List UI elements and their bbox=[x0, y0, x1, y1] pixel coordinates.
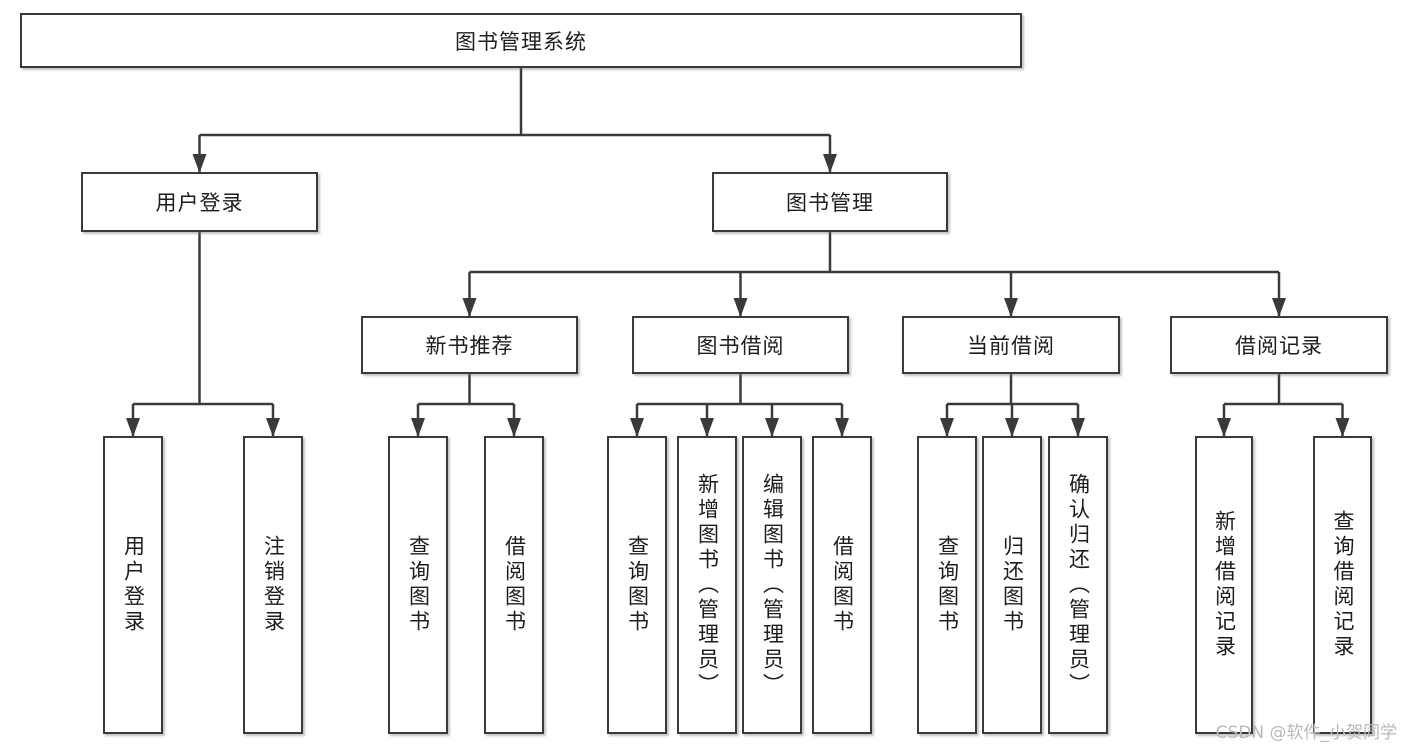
node-leaf-borrow-2[interactable]: 借阅图书 bbox=[812, 436, 872, 734]
node-leaf-user-login[interactable]: 用户登录 bbox=[103, 436, 163, 734]
node-current-borrow[interactable]: 当前借阅 bbox=[902, 316, 1120, 374]
arrowhead-icon bbox=[1272, 298, 1286, 317]
node-root[interactable]: 图书管理系统 bbox=[20, 13, 1022, 68]
node-label: 图书管理系统 bbox=[455, 29, 587, 54]
node-label: 注销登录 bbox=[261, 535, 286, 635]
node-label: 新书推荐 bbox=[425, 334, 514, 358]
arrowhead-icon bbox=[1004, 298, 1018, 317]
node-label: 新增图书（管理员） bbox=[695, 472, 720, 698]
node-label: 查询图书 bbox=[935, 535, 960, 635]
node-leaf-return[interactable]: 归还图书 bbox=[982, 436, 1042, 734]
node-label: 归还图书 bbox=[1000, 535, 1025, 635]
node-label: 借阅图书 bbox=[830, 535, 855, 635]
node-label: 查询借阅记录 bbox=[1331, 510, 1355, 660]
node-label: 新增借阅记录 bbox=[1212, 510, 1237, 660]
node-leaf-add-book[interactable]: 新增图书（管理员） bbox=[677, 436, 737, 734]
arrowhead-icon bbox=[823, 154, 837, 173]
arrowhead-icon bbox=[733, 298, 748, 317]
node-leaf-query-1[interactable]: 查询图书 bbox=[388, 436, 448, 734]
arrowhead-icon bbox=[192, 154, 207, 173]
node-label: 借阅图书 bbox=[502, 535, 527, 635]
node-book-borrow[interactable]: 图书借阅 bbox=[632, 316, 849, 374]
node-new-book-rec[interactable]: 新书推荐 bbox=[361, 316, 578, 374]
node-book-manage[interactable]: 图书管理 bbox=[712, 172, 948, 232]
arrowhead-icon bbox=[940, 418, 954, 437]
arrowhead-icon bbox=[765, 418, 779, 437]
node-leaf-logout[interactable]: 注销登录 bbox=[243, 436, 303, 734]
node-leaf-query-rec[interactable]: 查询借阅记录 bbox=[1313, 436, 1372, 734]
arrowhead-icon bbox=[630, 418, 644, 437]
node-label: 用户登录 bbox=[155, 191, 244, 215]
node-leaf-borrow-1[interactable]: 借阅图书 bbox=[484, 436, 544, 734]
node-leaf-edit-book[interactable]: 编辑图书（管理员） bbox=[742, 436, 802, 734]
node-borrow-record[interactable]: 借阅记录 bbox=[1170, 316, 1388, 374]
arrowhead-icon bbox=[507, 418, 521, 437]
node-leaf-query-3[interactable]: 查询图书 bbox=[917, 436, 977, 734]
node-label: 查询图书 bbox=[625, 535, 650, 635]
node-label: 编辑图书（管理员） bbox=[760, 472, 785, 698]
node-leaf-confirm[interactable]: 确认归还（管理员） bbox=[1048, 436, 1108, 734]
node-label: 图书管理 bbox=[786, 191, 874, 215]
node-label: 图书借阅 bbox=[696, 334, 785, 358]
node-leaf-add-rec[interactable]: 新增借阅记录 bbox=[1195, 436, 1253, 734]
node-label: 当前借阅 bbox=[967, 334, 1055, 358]
arrowhead-icon bbox=[1071, 418, 1085, 437]
node-label: 查询图书 bbox=[406, 535, 431, 635]
arrowhead-icon bbox=[126, 418, 140, 437]
node-leaf-query-2[interactable]: 查询图书 bbox=[607, 436, 667, 734]
node-label: 借阅记录 bbox=[1235, 334, 1323, 358]
arrowhead-icon bbox=[835, 418, 849, 437]
arrowhead-icon bbox=[1217, 418, 1231, 437]
node-label: 确认归还（管理员） bbox=[1066, 472, 1091, 698]
arrowhead-icon bbox=[1005, 418, 1019, 437]
node-user-login[interactable]: 用户登录 bbox=[81, 172, 318, 232]
arrowhead-icon bbox=[1335, 418, 1350, 437]
arrowhead-icon bbox=[411, 418, 425, 437]
arrowhead-icon bbox=[266, 418, 280, 437]
node-label: 用户登录 bbox=[121, 535, 146, 635]
arrowhead-icon bbox=[462, 298, 477, 317]
arrowhead-icon bbox=[700, 418, 714, 437]
watermark: CSDN @软件_小贺同学 bbox=[1215, 723, 1397, 743]
